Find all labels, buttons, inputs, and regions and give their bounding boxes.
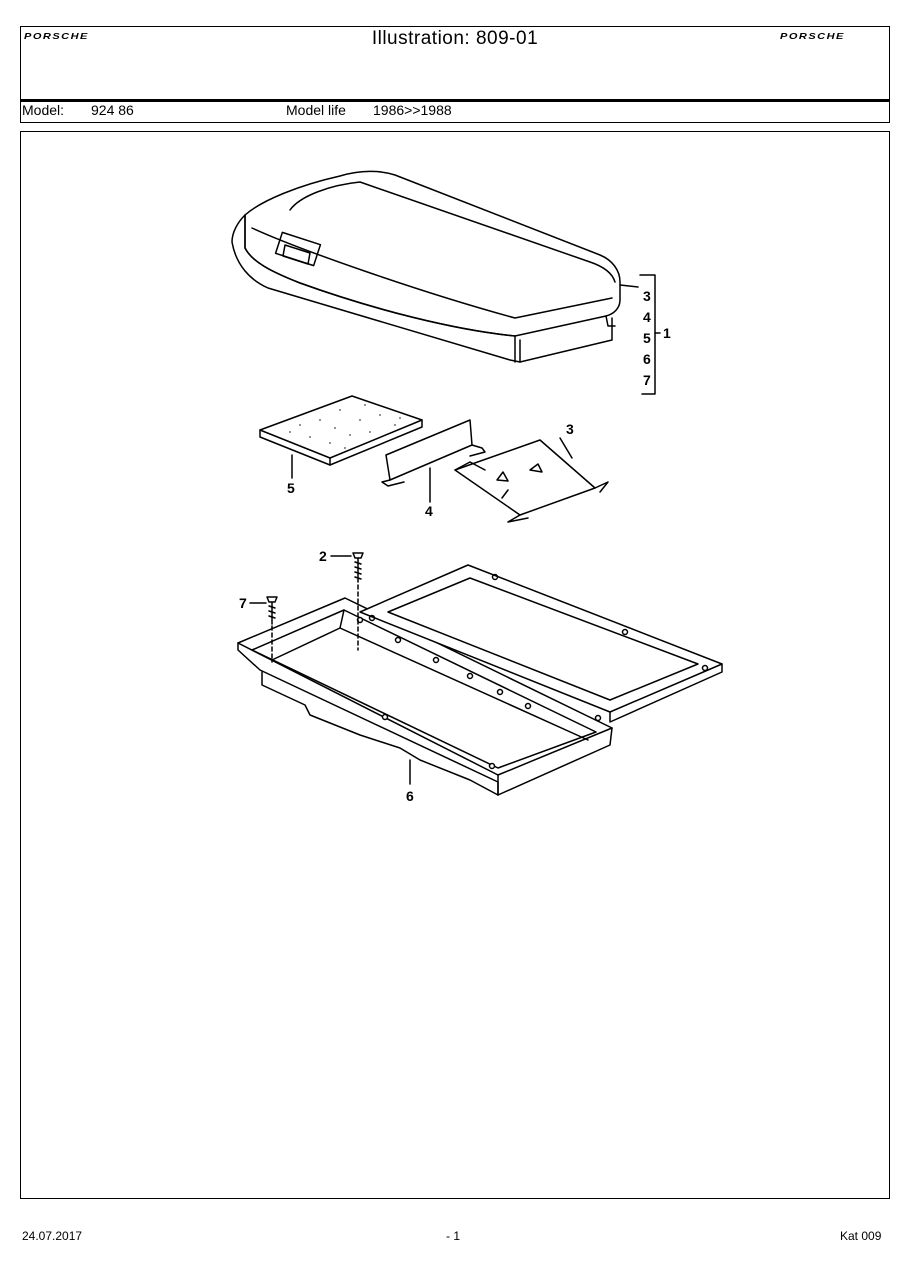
callout-1: 1 [663, 325, 671, 341]
model-label: Model: [22, 102, 65, 118]
callout-4: 4 [425, 503, 433, 519]
illustration-title: Illustration: 809-01 [371, 28, 539, 49]
footer-catalog: Kat 009 [840, 1229, 882, 1243]
spring-clip-part [455, 440, 608, 522]
brand-logo-left: PORSCHE [24, 32, 89, 41]
model-value: 924 86 [91, 102, 134, 118]
header-rule [20, 99, 890, 102]
armrest-lid-part [232, 171, 620, 362]
callout-3-list: 3 [643, 288, 651, 304]
footer-date: 24.07.2017 [22, 1229, 83, 1243]
base-frame-part [360, 565, 722, 722]
callout-5-list: 5 [643, 330, 651, 346]
model-life-value: 1986>>1988 [373, 102, 452, 118]
brand-logo-right: PORSCHE [780, 32, 845, 41]
model-bar [20, 101, 890, 123]
callout-7: 7 [239, 595, 247, 611]
screw-part-2 [353, 553, 363, 582]
foam-pad-part [260, 396, 422, 465]
footer-page-number: - 1 [446, 1229, 461, 1243]
model-life-label: Model life [286, 102, 346, 118]
callout-6-list: 6 [643, 351, 651, 367]
base-tray-part [238, 598, 612, 795]
callout-2: 2 [319, 548, 327, 564]
drawing-area [20, 131, 890, 1199]
callout-3: 3 [566, 421, 574, 437]
callout-6: 6 [406, 788, 414, 804]
callout-7-list: 7 [643, 372, 651, 388]
callout-4-list: 4 [643, 309, 651, 325]
callout-5: 5 [287, 480, 295, 496]
screw-part-7 [267, 597, 277, 624]
hinge-plate-part [382, 420, 485, 486]
